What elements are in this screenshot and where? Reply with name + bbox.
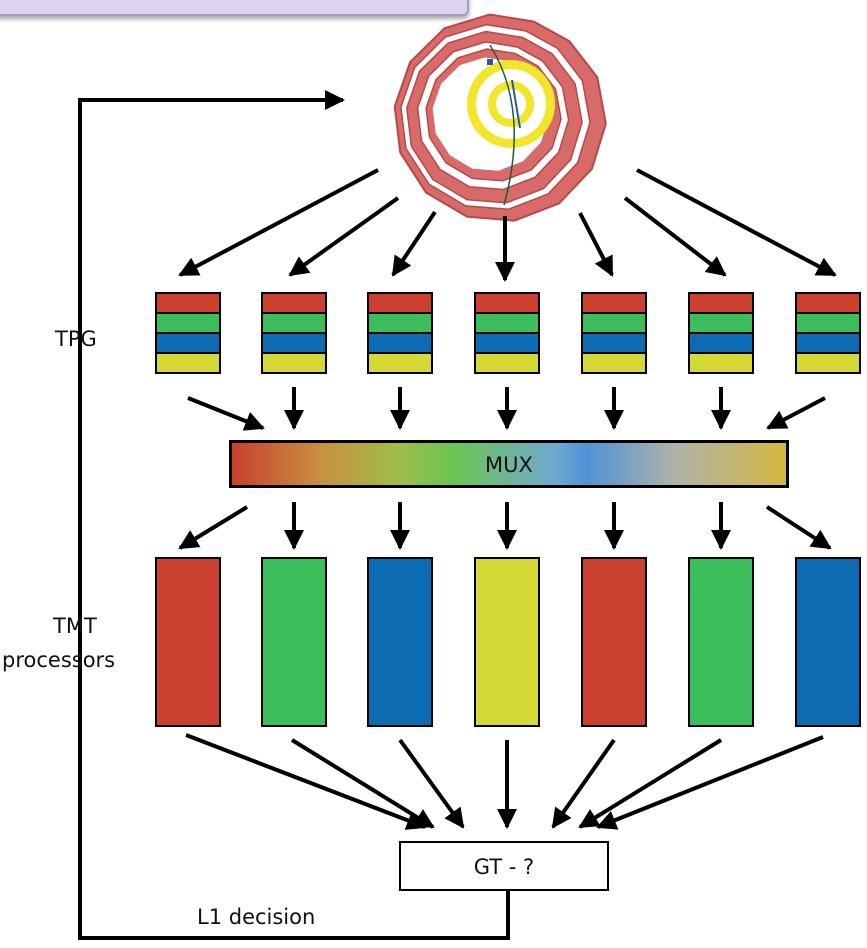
tpg-stripe-green (261, 312, 327, 334)
flow-arrow (178, 168, 379, 277)
tpg-block (367, 292, 433, 374)
feedback-line (78, 90, 510, 940)
flow-arrow (187, 396, 265, 431)
flow-arrow (185, 733, 427, 830)
tpg-stripe-red (688, 292, 754, 314)
beam-pipe (496, 89, 526, 119)
tpg-block (581, 292, 647, 374)
tpg-stripe-yellow (155, 352, 221, 374)
flow-arrow (290, 738, 435, 829)
tmt-label-line1: TMT (53, 614, 97, 638)
flow-arrow (178, 505, 249, 550)
tpg-stripe-red (261, 292, 327, 314)
hit-marker (487, 59, 493, 65)
flow-arrow (578, 212, 614, 277)
flow-arrow (623, 196, 727, 277)
tpg-stripe-red (581, 292, 647, 314)
tmt-processor (155, 557, 221, 727)
tpg-block (688, 292, 754, 374)
tpg-stripe-red (367, 292, 433, 314)
flow-arrow (578, 738, 723, 829)
tpg-stripe-blue (155, 332, 221, 354)
flow-arrow (765, 505, 832, 550)
gt-label: GT - ? (473, 855, 535, 879)
title-tab (0, 0, 469, 16)
tmt-processor (261, 557, 327, 727)
flow-arrow (288, 196, 400, 277)
tmt-processor (367, 557, 433, 727)
flow-arrow (636, 168, 837, 277)
particle-track (489, 44, 515, 206)
tmt-processor (581, 557, 647, 727)
tmt-processor (795, 557, 861, 727)
tpg-stripe-green (474, 312, 540, 334)
tpg-stripe-green (581, 312, 647, 334)
tpg-stripe-yellow (367, 352, 433, 374)
tpg-stripe-blue (261, 332, 327, 354)
tpg-stripe-blue (581, 332, 647, 354)
flow-arrow (551, 738, 616, 829)
flow-arrow (766, 396, 826, 430)
tpg-stripe-green (367, 312, 433, 334)
tpg-layer (155, 292, 861, 374)
tpg-block (155, 292, 221, 374)
l1-decision-label: L1 decision (197, 905, 316, 929)
tpg-stripe-red (795, 292, 861, 314)
tpg-stripe-red (474, 292, 540, 314)
tpg-stripe-yellow (474, 352, 540, 374)
mux-box: MUX (229, 440, 789, 488)
tpg-stripe-blue (688, 332, 754, 354)
tpg-stripe-yellow (261, 352, 327, 374)
tpg-stripe-blue (795, 332, 861, 354)
tpg-block (261, 292, 327, 374)
gt-box: GT - ? (399, 841, 609, 891)
tpg-stripe-blue (367, 332, 433, 354)
tmt-layer (155, 557, 861, 727)
tpg-label: TPG (55, 327, 97, 351)
detector-image (393, 13, 607, 222)
mux-label: MUX (485, 453, 533, 477)
tpg-block (474, 292, 540, 374)
tmt-processor (688, 557, 754, 727)
tpg-stripe-yellow (581, 352, 647, 374)
tpg-stripe-blue (474, 332, 540, 354)
arrow-layer (178, 168, 837, 830)
tmt-label-line2: processors (2, 648, 116, 672)
tmt-processor (474, 557, 540, 727)
flow-arrow (596, 735, 824, 830)
flow-arrow (398, 738, 465, 829)
tpg-stripe-red (155, 292, 221, 314)
particle-track-2 (511, 79, 521, 129)
tpg-stripe-green (155, 312, 221, 334)
feedback-loop (78, 90, 510, 940)
flow-arrow (391, 210, 437, 277)
tpg-block (795, 292, 861, 374)
tpg-stripe-yellow (688, 352, 754, 374)
tpg-stripe-yellow (795, 352, 861, 374)
tpg-stripe-green (795, 312, 861, 334)
tpg-stripe-green (688, 312, 754, 334)
